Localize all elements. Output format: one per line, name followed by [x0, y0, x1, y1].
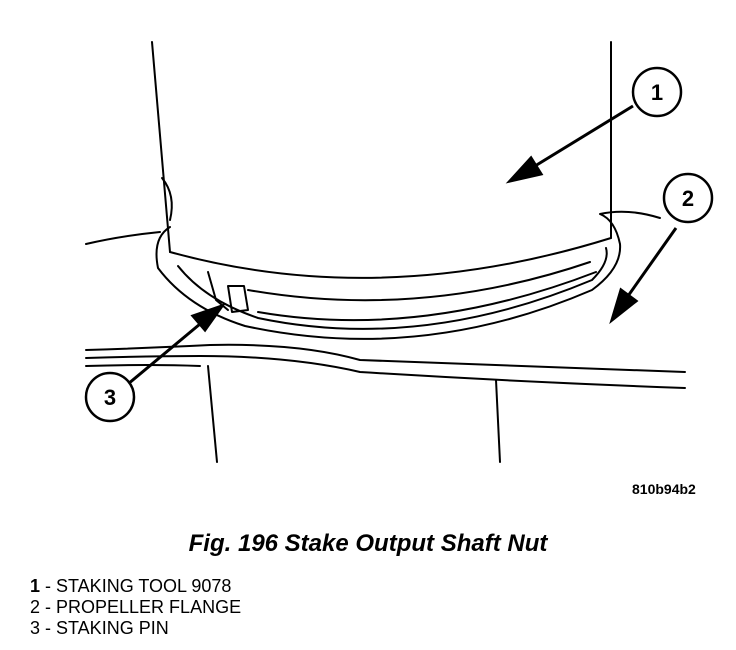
housing-top-line: [85, 343, 686, 373]
staking-tool-bottom-edge: [169, 237, 612, 279]
legend-item: 1 - STAKING TOOL 9078: [30, 576, 241, 597]
legend-item: 3 - STAKING PIN: [30, 618, 241, 639]
stake-output-shaft-nut-illustration: 1 2 3: [84, 41, 714, 463]
callout-3-leader: [127, 322, 201, 386]
callout-1-leader: [534, 104, 634, 168]
pin-slot: [207, 271, 229, 311]
callout-2-arrowhead: [609, 287, 639, 325]
staking-tool-outline: [151, 41, 171, 253]
housing-base-line: [85, 364, 201, 367]
svg-text:1: 1: [651, 80, 663, 105]
callout-3: 3: [84, 371, 136, 423]
callout-1-arrowhead: [505, 155, 544, 184]
flange-groove-lower: [257, 271, 597, 322]
legend-number: 2: [30, 597, 41, 617]
figure-caption: Fig. 196 Stake Output Shaft Nut: [188, 530, 548, 557]
flange-groove: [247, 261, 591, 302]
legend-text: - PROPELLER FLANGE: [40, 597, 242, 617]
callout-2: 2: [662, 172, 714, 224]
housing-left-curve: [85, 231, 161, 245]
legend-number: 3: [30, 618, 41, 638]
callout-1: 1: [631, 66, 683, 118]
svg-text:3: 3: [104, 385, 116, 410]
housing-left-wall: [207, 365, 218, 463]
legend-text: - STAKING TOOL 9078: [40, 576, 232, 596]
legend-number: 1: [30, 576, 41, 596]
staking-pin: [227, 285, 249, 313]
legend-item: 2 - PROPELLER FLANGE: [30, 597, 241, 618]
housing-right-wall: [495, 379, 501, 463]
legend: 1 - STAKING TOOL 9078 2 - PROPELLER FLAN…: [30, 576, 241, 639]
svg-text:2: 2: [682, 186, 694, 211]
legend-text: - STAKING PIN: [40, 618, 169, 638]
image-id-label: 810b94b2: [632, 481, 696, 497]
callout-3-arrowhead: [190, 303, 226, 333]
flange-outer-rim: [155, 210, 661, 340]
tool-side-notch: [161, 177, 173, 221]
callout-2-leader: [626, 227, 678, 297]
flange-inner-rim: [177, 247, 608, 330]
